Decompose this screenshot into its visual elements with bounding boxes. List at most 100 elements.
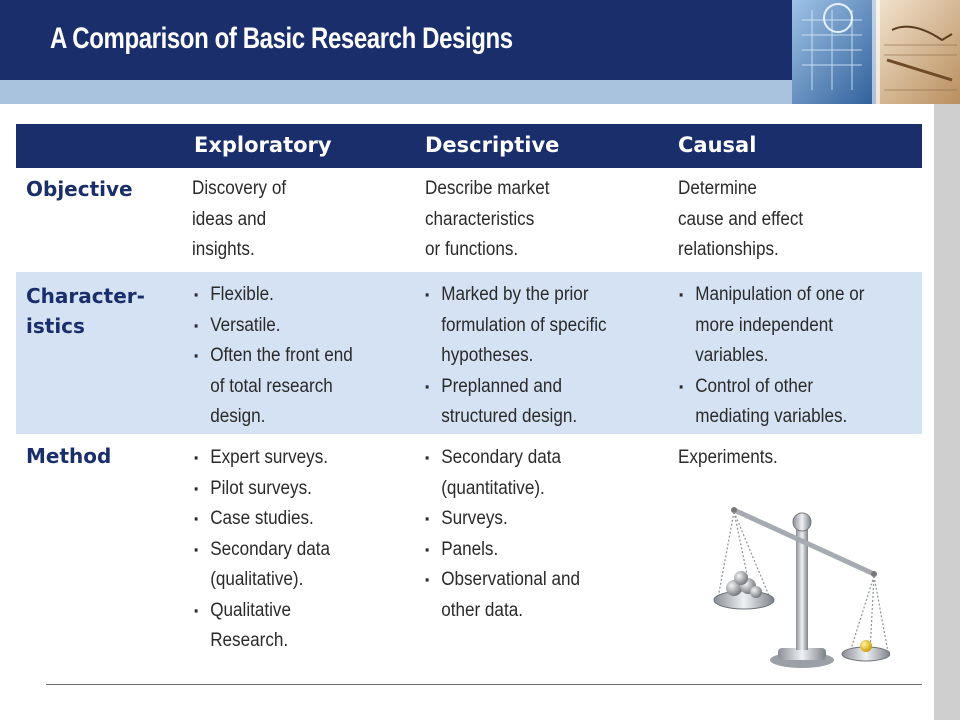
- bullet-text: Manipulation of one or: [695, 284, 865, 305]
- bullet-item: ▪ Versatile.: [194, 311, 353, 342]
- bullet-square-icon: ▪: [425, 511, 430, 526]
- bullet-square-icon: ▪: [425, 287, 430, 302]
- bullet-list: ▪ Marked by the prior formulation of spe…: [425, 280, 607, 433]
- bullet-square-icon: ▪: [425, 541, 430, 557]
- research-collage-image: [792, 0, 960, 104]
- bullet-list: ▪ Secondary data (quantitative). ▪ Surve…: [425, 443, 580, 626]
- cell-objective-exploratory: Discovery of ideas and insights.: [192, 174, 286, 266]
- column-header-exploratory: Exploratory: [194, 133, 332, 157]
- bullet-text: Often the front end: [210, 345, 353, 366]
- bullet-item: ▪ Secondary data (qualitative).: [194, 535, 330, 596]
- side-strip: [934, 104, 960, 720]
- bullet-text: (quantitative).: [441, 477, 545, 499]
- cell-method-causal: Experiments.: [678, 443, 778, 474]
- cell-line: Describe market: [425, 178, 550, 199]
- cell-characteristics-descriptive: ▪ Marked by the prior formulation of spe…: [425, 280, 607, 433]
- bullet-square-icon: ▪: [194, 602, 199, 618]
- bullet-square-icon: ▪: [194, 541, 199, 557]
- bullet-text: Panels.: [441, 538, 499, 560]
- cell-line: characteristics: [425, 208, 535, 230]
- bullet-text: Surveys.: [441, 508, 508, 529]
- bullet-text: variables.: [695, 345, 769, 366]
- bullet-square-icon: ▪: [425, 572, 430, 587]
- bullet-square-icon: ▪: [679, 378, 684, 394]
- cell-line: Discovery of: [192, 178, 287, 199]
- bullet-item: ▪ Manipulation of one or more independen…: [679, 280, 864, 372]
- row-label-method: Method: [26, 441, 111, 471]
- cell-line: ideas and: [192, 208, 267, 230]
- bullet-square-icon: ▪: [194, 511, 199, 526]
- row-label-line: Objective: [26, 177, 133, 201]
- row-label-line: Method: [26, 444, 112, 468]
- bullet-square-icon: ▪: [679, 287, 684, 302]
- bullet-text: Expert surveys.: [210, 447, 329, 468]
- bullet-text: of total research: [210, 375, 333, 397]
- bullet-square-icon: ▪: [194, 480, 199, 496]
- cell-line: or functions.: [425, 239, 519, 260]
- cell-line: Determine: [678, 178, 757, 199]
- cell-characteristics-causal: ▪ Manipulation of one or more independen…: [679, 280, 864, 433]
- bullet-item: ▪ Preplanned and structured design.: [425, 372, 607, 433]
- table-header-row: [16, 124, 922, 168]
- row-label-objective: Objective: [26, 174, 133, 204]
- bullet-text: hypotheses.: [441, 345, 534, 366]
- column-header-causal: Causal: [678, 133, 757, 157]
- cell-objective-causal: Determine cause and effect relationships…: [678, 174, 803, 266]
- bullet-square-icon: ▪: [425, 378, 430, 394]
- bullet-text: Qualitative: [210, 599, 292, 621]
- row-label-line: istics: [26, 314, 85, 338]
- cell-characteristics-exploratory: ▪ Flexible. ▪ Versatile. ▪ Often the fro…: [194, 280, 353, 433]
- cell-method-exploratory: ▪ Expert surveys. ▪ Pilot surveys. ▪ Cas…: [194, 443, 330, 657]
- bullet-list: ▪ Expert surveys. ▪ Pilot surveys. ▪ Cas…: [194, 443, 330, 657]
- cell-line: insights.: [192, 239, 255, 260]
- bullet-square-icon: ▪: [425, 450, 430, 465]
- bullet-text: Case studies.: [210, 508, 314, 529]
- bullet-text: (qualitative).: [210, 569, 304, 590]
- bullet-square-icon: ▪: [194, 287, 199, 302]
- row-label-line: Character-: [26, 284, 145, 308]
- slide-title: A Comparison of Basic Research Designs: [50, 22, 513, 55]
- bullet-item: ▪ Marked by the prior formulation of spe…: [425, 280, 607, 372]
- table-row-highlight: [16, 272, 922, 434]
- cell-objective-descriptive: Describe market characteristics or funct…: [425, 174, 549, 266]
- row-label-characteristics: Character- istics: [26, 281, 145, 341]
- bullet-item: ▪ Observational and other data.: [425, 565, 580, 626]
- bullet-square-icon: ▪: [194, 317, 199, 333]
- bullet-item: ▪ Expert surveys.: [194, 443, 330, 474]
- bullet-text: Versatile.: [210, 314, 281, 336]
- bullet-square-icon: ▪: [194, 450, 199, 465]
- bullet-text: mediating variables.: [695, 406, 848, 427]
- bullet-list: ▪ Manipulation of one or more independen…: [679, 280, 864, 433]
- bullet-text: Control of other: [695, 375, 814, 397]
- bullet-item: ▪ Panels.: [425, 535, 580, 566]
- cell-line: Experiments.: [678, 447, 778, 468]
- bullet-item: ▪ Secondary data (quantitative).: [425, 443, 580, 504]
- bullet-item: ▪ Case studies.: [194, 504, 330, 535]
- bullet-item: ▪ Flexible.: [194, 280, 353, 311]
- bullet-text: Research.: [210, 630, 289, 651]
- bullet-text: other data.: [441, 599, 523, 621]
- cell-line: cause and effect: [678, 208, 804, 230]
- bullet-square-icon: ▪: [194, 348, 199, 363]
- bullet-list: ▪ Flexible. ▪ Versatile. ▪ Often the fro…: [194, 280, 353, 433]
- bullet-item: ▪ Surveys.: [425, 504, 580, 535]
- bullet-text: structured design.: [441, 406, 578, 427]
- bullet-item: ▪ Qualitative Research.: [194, 596, 330, 657]
- bullet-item: ▪ Control of other mediating variables.: [679, 372, 864, 433]
- cell-line: relationships.: [678, 239, 779, 260]
- bottom-divider: [46, 684, 922, 685]
- bullet-text: more independent: [695, 314, 834, 336]
- bullet-text: Pilot surveys.: [210, 477, 312, 499]
- bullet-item: ▪ Often the front end of total research …: [194, 341, 353, 433]
- bullet-item: ▪ Pilot surveys.: [194, 474, 330, 505]
- bullet-text: Marked by the prior: [441, 284, 589, 305]
- bullet-text: formulation of specific: [441, 314, 607, 336]
- bullet-text: Observational and: [441, 569, 580, 590]
- bullet-text: Secondary data: [441, 447, 561, 468]
- cell-method-descriptive: ▪ Secondary data (quantitative). ▪ Surve…: [425, 443, 580, 626]
- bullet-text: design.: [210, 406, 266, 427]
- balance-scale-image: [713, 507, 890, 668]
- bullet-text: Secondary data: [210, 538, 330, 560]
- bullet-text: Preplanned and: [441, 375, 562, 397]
- bullet-text: Flexible.: [210, 284, 274, 305]
